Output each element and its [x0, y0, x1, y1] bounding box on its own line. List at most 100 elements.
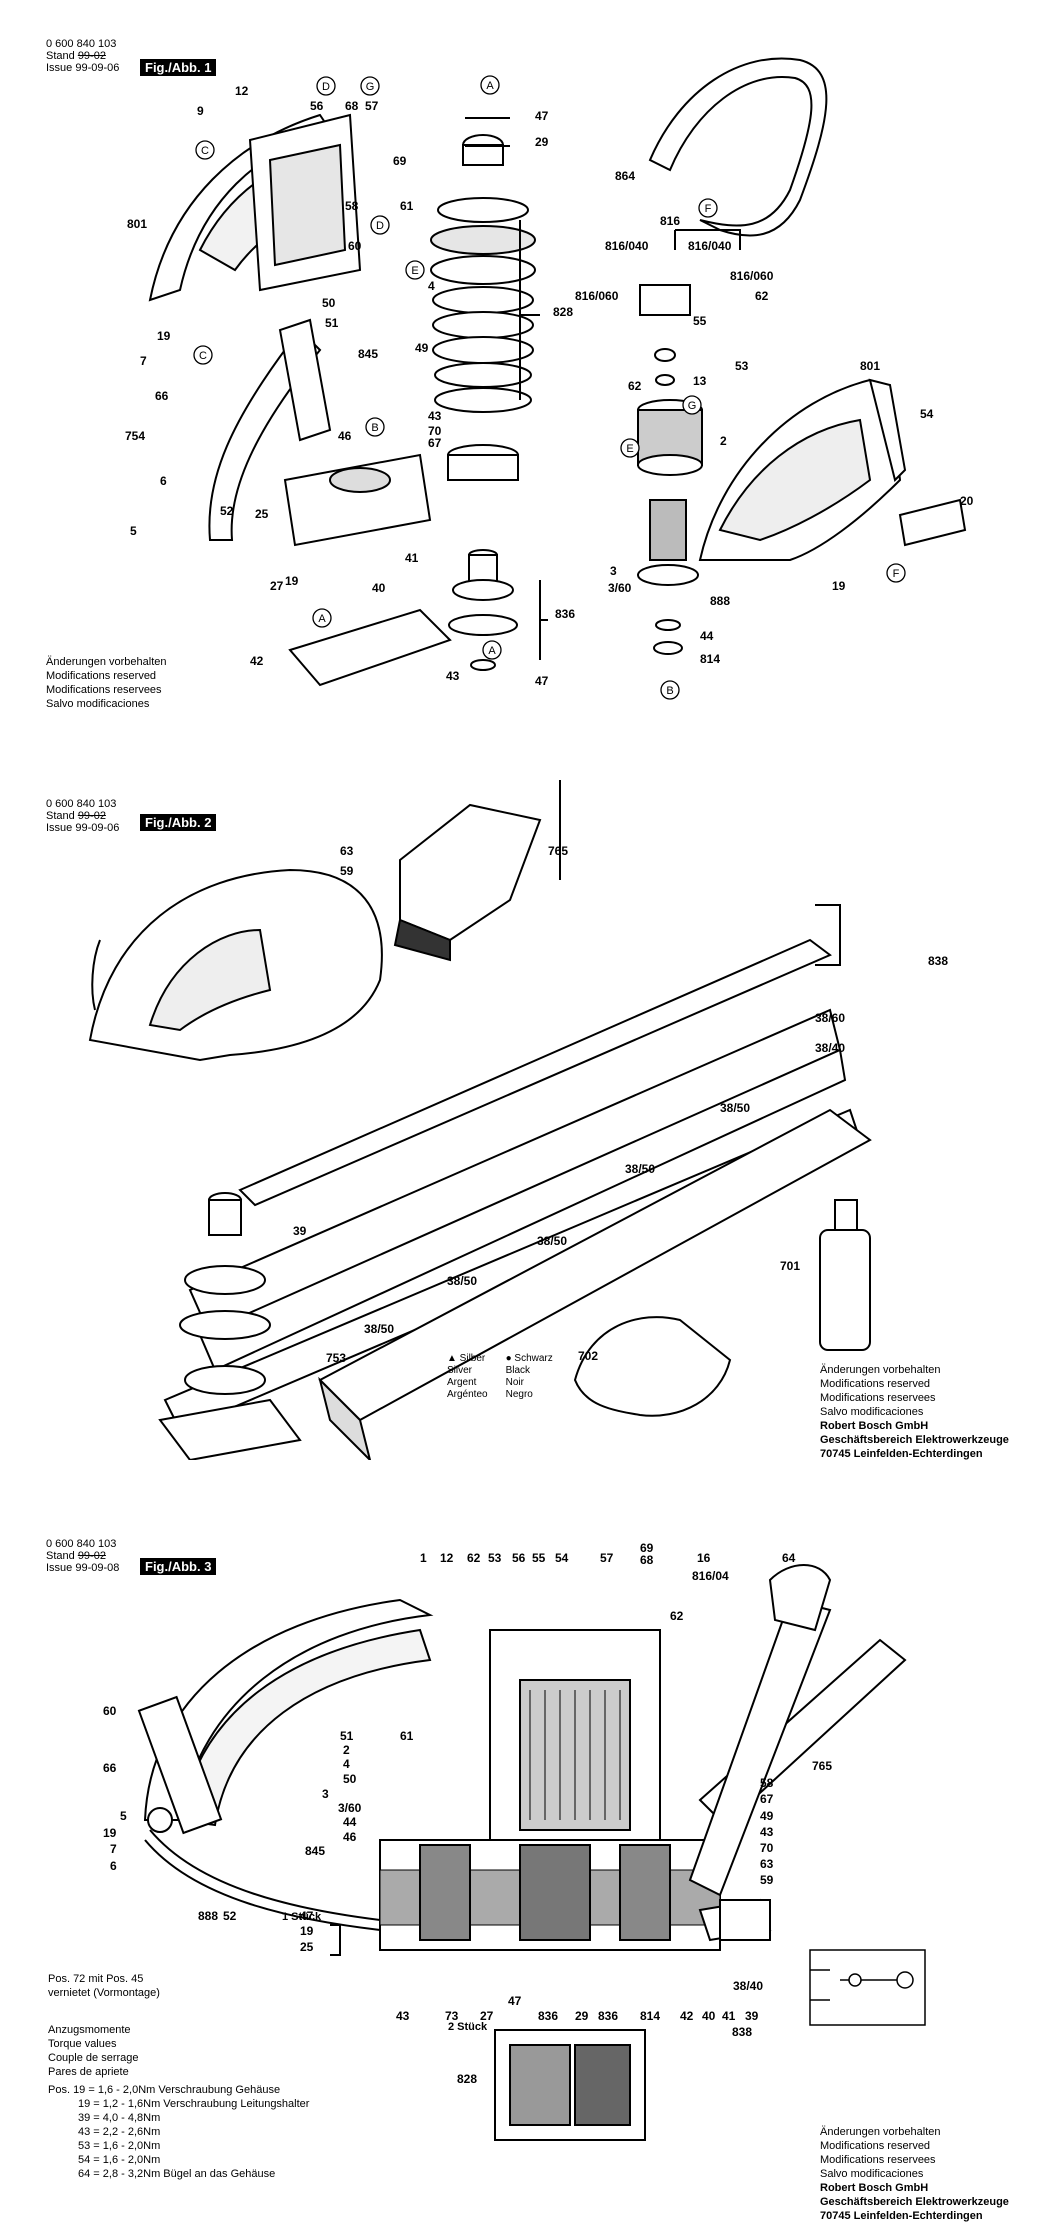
reference-circle: A	[312, 608, 332, 628]
part-label: 38/40	[733, 1979, 763, 1993]
part-label: 57	[600, 1551, 614, 1565]
part-label: 47	[300, 1909, 314, 1923]
part-label: 701	[780, 1259, 800, 1273]
part-label: 19	[103, 1826, 117, 1840]
reference-circle: D	[370, 215, 390, 235]
part-label: 7	[140, 354, 147, 368]
part-label: 52	[220, 504, 234, 518]
part-label: 67	[760, 1792, 774, 1806]
part-label: 801	[860, 359, 880, 373]
part-label: 845	[358, 347, 378, 361]
reference-circle: F	[886, 563, 906, 583]
part-label: 3	[610, 564, 617, 578]
part-label: 40	[372, 581, 386, 595]
svg-text:B: B	[666, 685, 673, 697]
part-label: 49	[760, 1809, 774, 1823]
part-label: 2	[720, 434, 727, 448]
doc-number: 0 600 840 103	[46, 38, 117, 50]
part-label: 57	[365, 99, 379, 113]
sheet-fig2: 0 600 840 103 Stand 99-02 Issue 99-09-06…	[0, 760, 1050, 1460]
part-label: 66	[103, 1761, 117, 1775]
part-label: 62	[467, 1551, 481, 1565]
part-label: 68	[345, 99, 359, 113]
sheet-fig3: 0 600 840 103 Stand 99-02 Issue 99-09-08…	[0, 1500, 1050, 2228]
part-label: 70	[760, 1841, 774, 1855]
part-label: 29	[535, 135, 549, 149]
part-label: 42	[250, 654, 264, 668]
sheet-fig1: 0 600 840 103 Stand 99-02 Issue 99-09-06…	[0, 0, 1050, 720]
part-label: 20	[960, 494, 974, 508]
part-label: 50	[322, 296, 336, 310]
part-label: 828	[457, 2072, 477, 2086]
company-note: Änderungen vorbehalten Modifications res…	[820, 1364, 1009, 1460]
part-label: 39	[745, 2009, 759, 2023]
part-label: 753	[326, 1351, 346, 1365]
part-label: 55	[532, 1551, 546, 1565]
svg-text:E: E	[626, 443, 633, 455]
part-label: 25	[300, 1940, 314, 1954]
part-label: 49	[415, 341, 429, 355]
part-label: 60	[103, 1704, 117, 1718]
svg-text:A: A	[486, 80, 494, 92]
part-label: 63	[340, 844, 354, 858]
part-label: 9	[197, 104, 204, 118]
part-label: 816	[660, 214, 680, 228]
part-label: 845	[305, 1844, 325, 1858]
reference-circle: G	[360, 76, 380, 96]
part-label: 3/60	[338, 1801, 362, 1815]
part-label: 43	[396, 2009, 410, 2023]
part-label: 41	[405, 551, 419, 565]
part-label: 816/04	[692, 1569, 729, 1583]
torque-note: Anzugsmomente Torque values Couple de se…	[48, 2024, 139, 2078]
doc-header: 0 600 840 103 Stand 99-02 Issue 99-09-06	[46, 798, 120, 834]
stueck-note-1: 1 Stück	[282, 1911, 322, 1923]
part-label: 836	[538, 2009, 558, 2023]
part-label: 70	[428, 424, 442, 438]
svg-text:A: A	[488, 645, 496, 657]
part-label: 25	[255, 507, 269, 521]
part-label: 58	[760, 1776, 774, 1790]
part-label: 39	[293, 1224, 307, 1238]
reference-circle: D	[316, 76, 336, 96]
part-label: 67	[428, 436, 442, 450]
svg-text:D: D	[322, 81, 330, 93]
part-label: 50	[343, 1772, 357, 1786]
part-label: 61	[400, 1729, 414, 1743]
part-label: 765	[548, 844, 568, 858]
exploded-view-fig1	[148, 57, 967, 687]
torque-values: Pos. 19 = 1,6 - 2,0Nm Verschraubung Gehä…	[48, 2084, 310, 2180]
part-label: 19	[157, 329, 171, 343]
part-label: 60	[348, 239, 362, 253]
part-label: 2	[343, 1743, 350, 1757]
part-label: 816/040	[605, 239, 649, 253]
fig2-part-labels: 635976583838/6038/4038/5038/503938/5038/…	[293, 844, 948, 1365]
part-label: 46	[343, 1830, 357, 1844]
part-label: 51	[325, 316, 339, 330]
svg-text:G: G	[688, 400, 697, 412]
part-label: 53	[488, 1551, 502, 1565]
part-label: 814	[700, 652, 720, 666]
part-label: 43	[760, 1825, 774, 1839]
doc-header: 0 600 840 103 Stand 99-02 Issue 99-09-06	[46, 38, 120, 74]
part-label: 4	[343, 1757, 350, 1771]
part-label: 47	[508, 1994, 522, 2008]
part-label: 38/50	[447, 1274, 477, 1288]
part-label: 816/040	[688, 239, 732, 253]
part-label: 801	[127, 217, 147, 231]
svg-text:C: C	[201, 145, 209, 157]
part-label: 1	[420, 1551, 427, 1565]
part-label: 38/60	[815, 1011, 845, 1025]
part-label: 44	[343, 1815, 357, 1829]
part-label: 54	[920, 407, 934, 421]
part-label: 73	[445, 2009, 459, 2023]
part-label: 44	[700, 629, 714, 643]
part-label: 838	[928, 954, 948, 968]
part-label: 55	[693, 314, 707, 328]
svg-text:G: G	[366, 81, 375, 93]
part-label: 59	[760, 1873, 774, 1887]
color-legend: ▲ Silber Silver Argent Argénteo ● Schwar…	[447, 1353, 553, 1400]
part-label: 19	[300, 1924, 314, 1938]
stueck-note-2: 2 Stück	[448, 2021, 488, 2033]
